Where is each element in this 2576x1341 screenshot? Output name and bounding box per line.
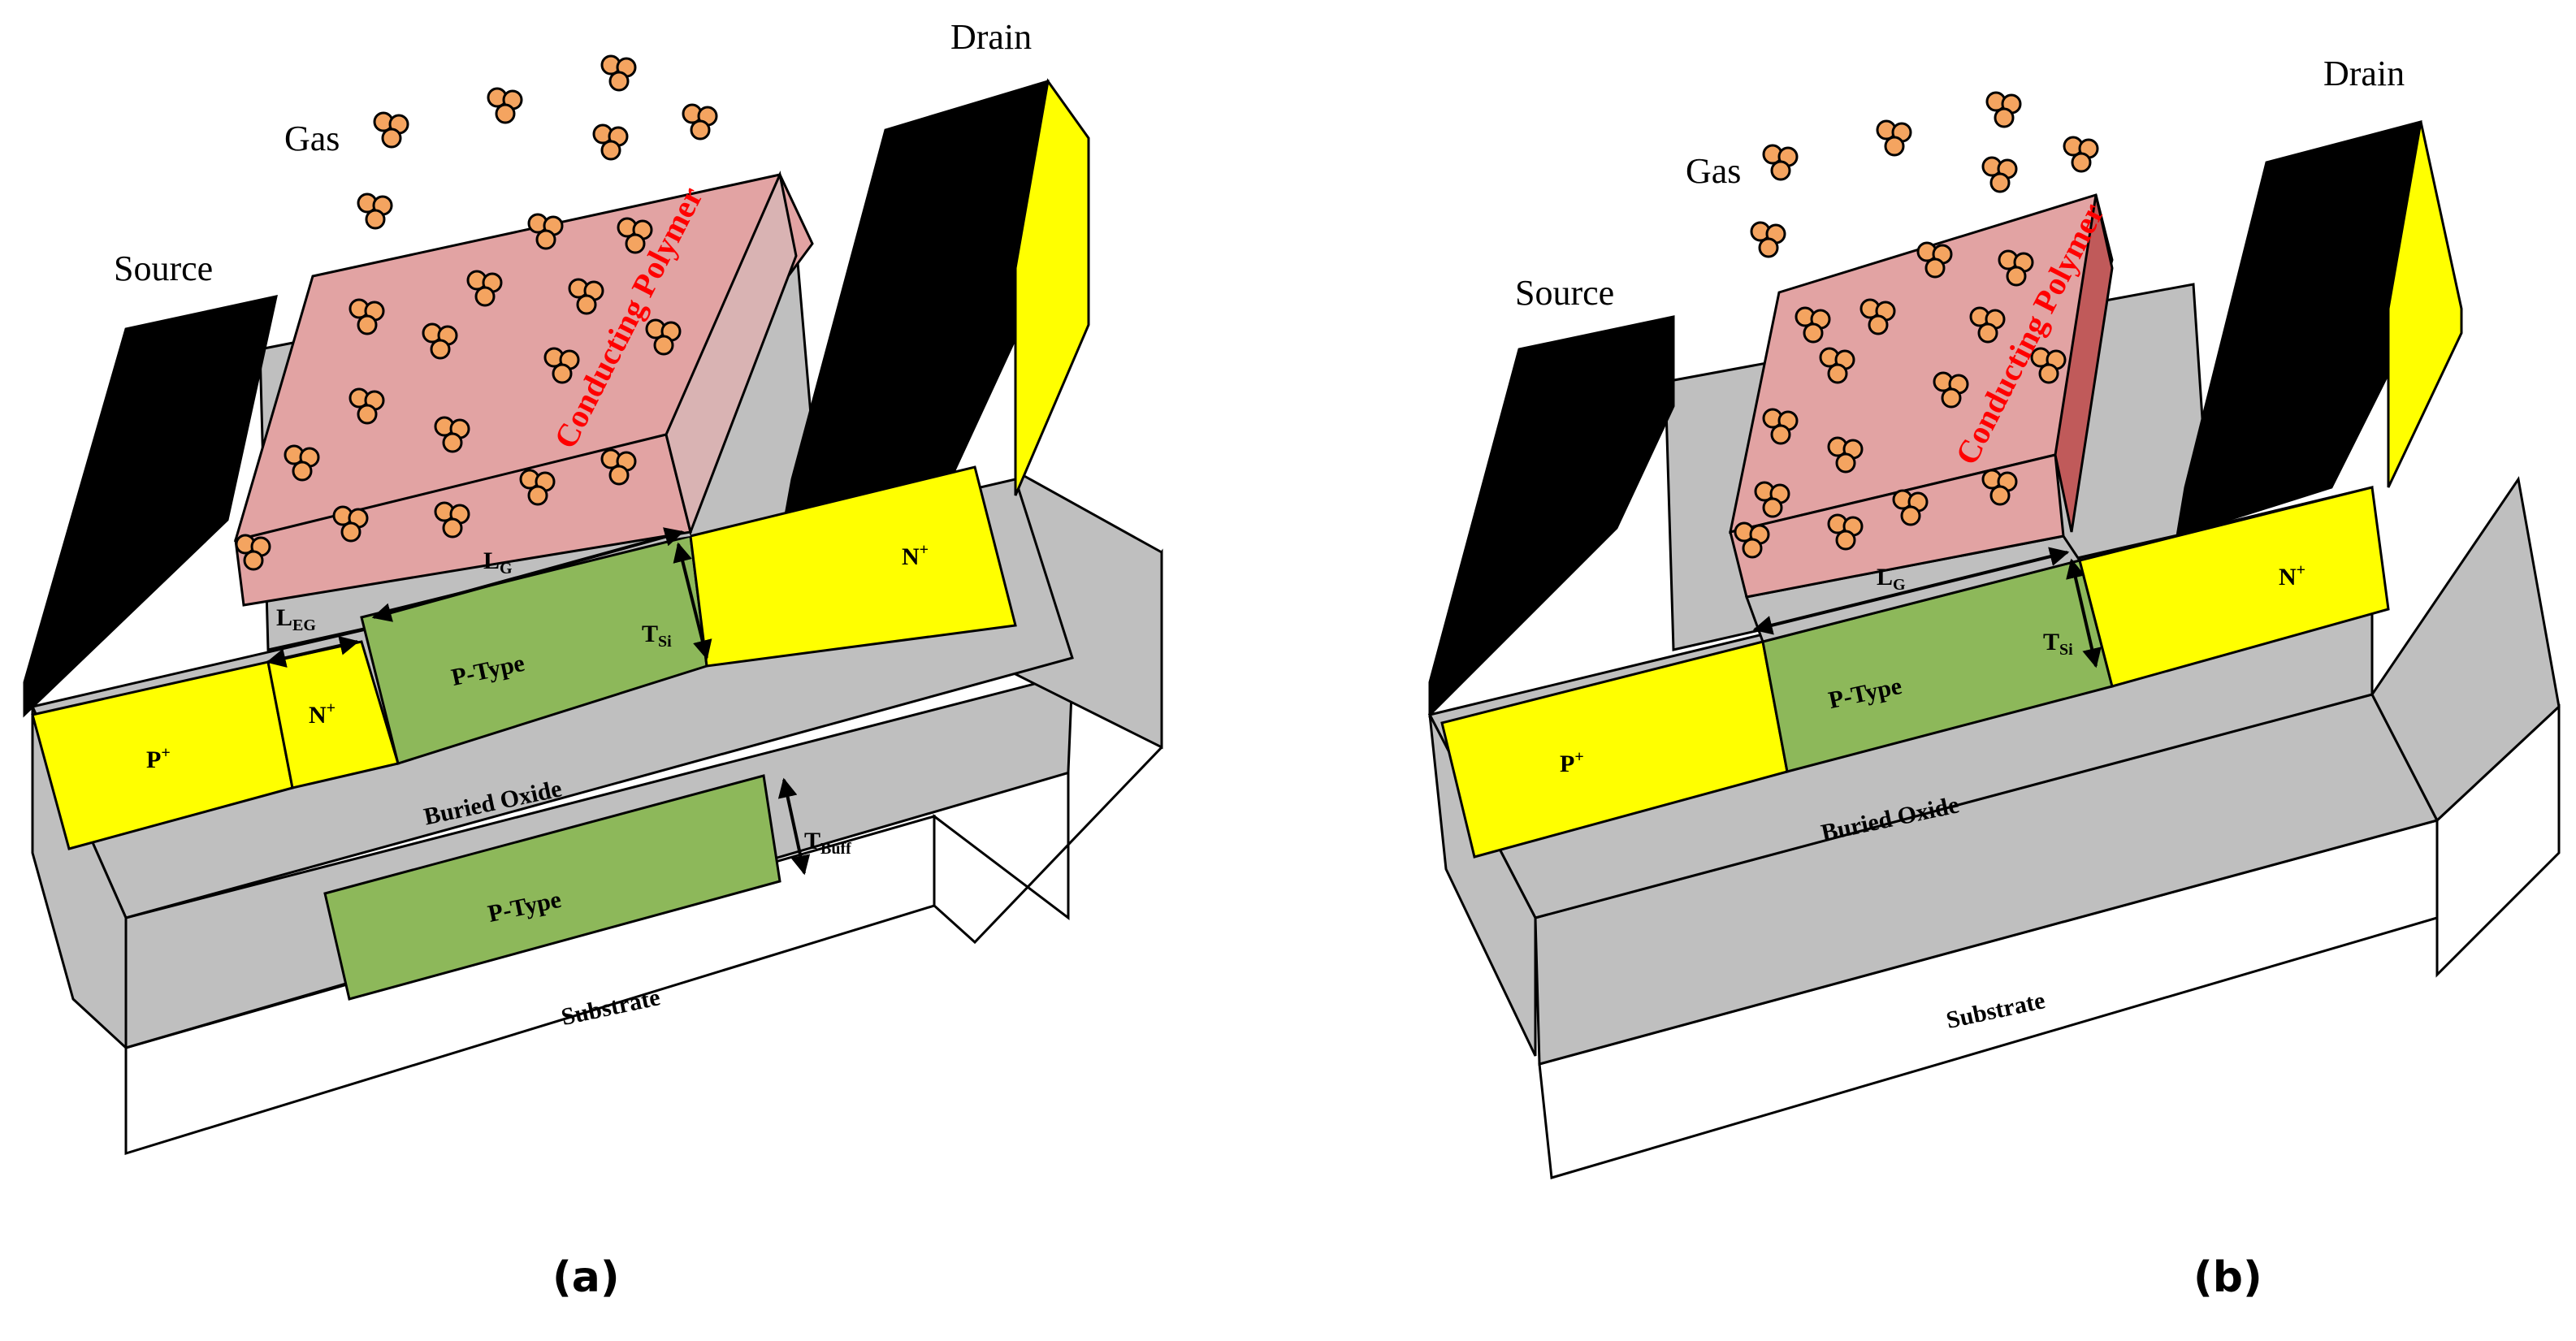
tsi-label-a: TSi — [642, 621, 672, 651]
drain-label-a: Drain — [950, 17, 1032, 57]
tsi-arrow-b — [2066, 558, 2102, 668]
panel-a: Source Drain Gas Conducting Polymer LG L… — [23, 17, 1163, 1302]
lg-label-a: LG — [483, 547, 513, 577]
leg-arrow-a — [266, 636, 360, 668]
leg-label-a: LEG — [276, 604, 316, 634]
gas-label-b: Gas — [1686, 151, 1741, 191]
drain-contact-a — [782, 79, 1050, 526]
lg-arrow-b — [1752, 547, 2070, 635]
caption-b: (b) — [2193, 1253, 2262, 1302]
tsi-arrow-a — [673, 542, 712, 660]
n-plus-label-a: N+ — [902, 541, 929, 570]
source-contact-a — [23, 295, 278, 718]
gas-label-a: Gas — [284, 119, 340, 158]
tsi-label-b: TSi — [2043, 629, 2073, 659]
lg-label-b: LG — [1877, 564, 1906, 594]
drain-contact-b — [2176, 120, 2422, 539]
drain-label-b: Drain — [2323, 54, 2405, 93]
caption-a: (a) — [552, 1253, 620, 1302]
substrate-b — [1534, 476, 2561, 1179]
buffer-p-type-a — [323, 774, 781, 1001]
tbuff-arrow-a — [777, 777, 811, 876]
tbuff-label-a: TBuff — [804, 828, 851, 858]
source-contact-b — [1428, 315, 1675, 718]
lg-arrow-a — [371, 527, 685, 622]
n-plus-label-b: N+ — [2279, 561, 2305, 590]
p-plus-label-b: P+ — [1560, 748, 1584, 777]
panel-b: Source Drain Gas Conducting Polymer LG T… — [1427, 54, 2561, 1302]
n-plus-small-label-a: N+ — [309, 699, 336, 729]
source-label-b: Source — [1515, 273, 1614, 313]
p-plus-label-a: P+ — [146, 744, 171, 773]
source-label-a: Source — [114, 249, 213, 288]
